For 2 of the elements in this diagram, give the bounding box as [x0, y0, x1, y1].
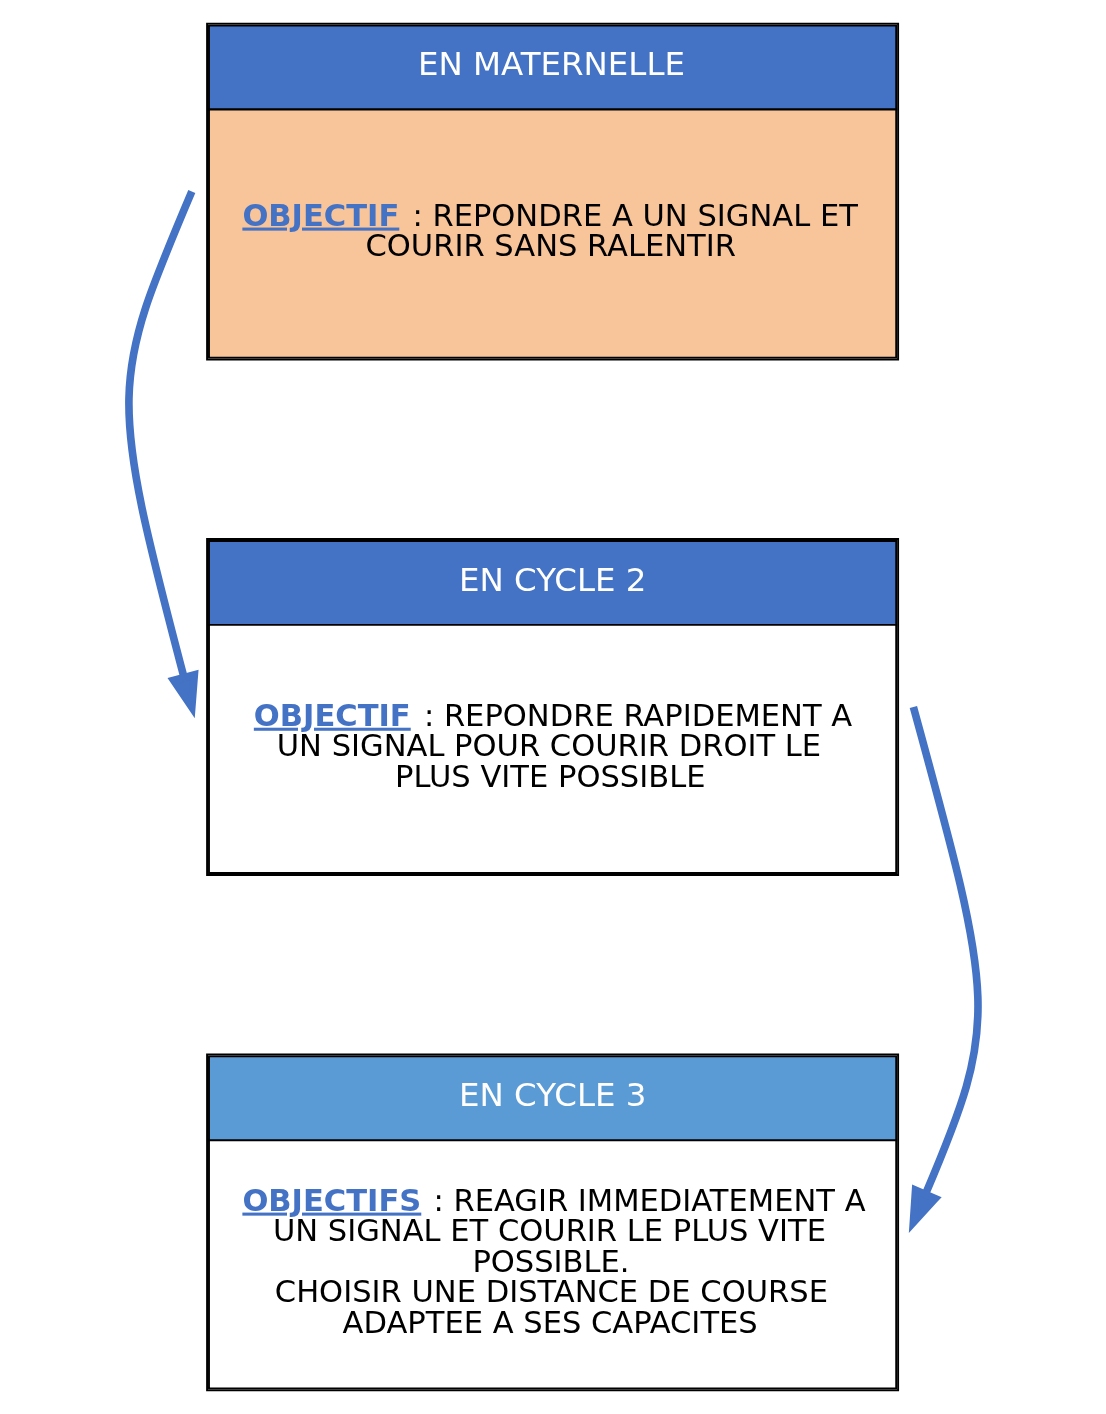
- arrow: [124, 190, 199, 719]
- arrow: [908, 706, 982, 1234]
